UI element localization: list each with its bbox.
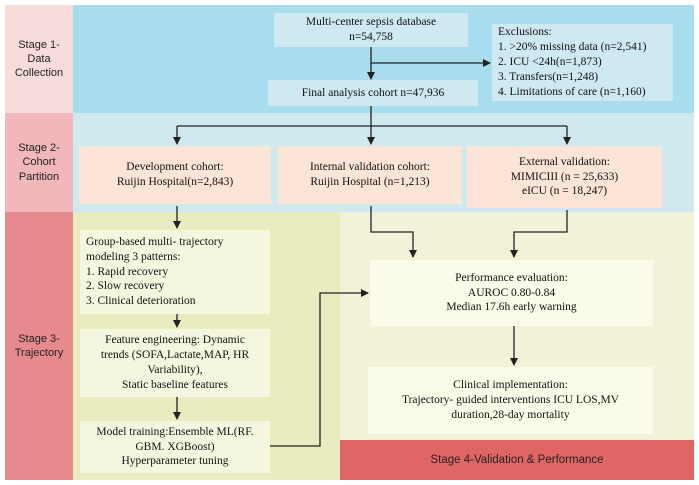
feature-line: Feature engineering: Dynamic: [105, 334, 245, 347]
feature-line: Static baseline features: [121, 378, 228, 391]
internal-line: Ruijin Hospital (n=1,213): [310, 176, 430, 188]
performance-evaluation-box: Performance evaluation: AUROC 0.80-0.84 …: [370, 260, 653, 326]
performance-line: Median 17.6h early warning: [446, 301, 577, 314]
stage1-label: Stage 1- Data Collection: [14, 38, 64, 80]
model-training-box: Model training:Ensemble ML(RF. GBM. XGBo…: [80, 421, 270, 473]
feature-line: Variability),: [147, 364, 203, 376]
arrow-external-to-performance: [510, 210, 568, 258]
internal-line: Internal validation cohort:: [309, 161, 431, 174]
trajectory-line: Group-based multi- trajectory: [86, 235, 224, 248]
development-cohort-box: Development cohort: Ruijin Hospital(n=2,…: [79, 146, 271, 204]
training-line: Hyperparameter tuning: [121, 455, 229, 468]
final-cohort-line: Final analysis cohort n=47,936: [301, 86, 445, 99]
trajectory-line: modeling 3 patterns:: [86, 250, 181, 263]
database-line: n=54,758: [349, 31, 393, 43]
development-line: Development cohort:: [126, 161, 224, 174]
exclusions-line: 4. Limitations of care (n=1,160): [498, 85, 646, 98]
database-box: Multi-center sepsis database n=54,758: [274, 13, 468, 47]
trajectory-modeling-box: Group-based multi- trajectory modeling 3…: [80, 230, 270, 314]
arrow-internal-to-performance: [370, 206, 417, 258]
stage2-label: Stage 2- Cohort Partition: [18, 142, 60, 183]
external-line: External validation:: [518, 155, 610, 168]
external-validation-box: External validation: MIMICIII (n = 25,63…: [467, 146, 662, 208]
exclusions-line: 2. ICU <24h(n=1,873): [498, 56, 602, 69]
exclusions-line: 3. Transfers(n=1,248): [498, 70, 599, 83]
clinical-line: Clinical implementation:: [453, 379, 568, 392]
stage1-band: [5, 5, 73, 113]
training-line: GBM. XGBoost): [135, 440, 215, 453]
stage4-banner: Stage 4-Validation & Performance: [340, 440, 694, 480]
feature-line: trends (SOFA,Lactate,MAP, HR: [100, 349, 250, 362]
training-line: Model training:Ensemble ML(RF.: [96, 425, 254, 438]
trajectory-line: 2. Slow recovery: [86, 280, 165, 293]
feature-engineering-box: Feature engineering: Dynamic trends (SOF…: [80, 329, 270, 397]
development-line: Ruijin Hospital(n=2,843): [116, 176, 234, 188]
exclusions-box: Exclusions: 1. >20% missing data (n=2,54…: [492, 24, 673, 101]
stage3-band: [5, 212, 73, 480]
clinical-implementation-box: Clinical implementation: Trajectory- gui…: [368, 367, 653, 434]
stage3-label: Stage 3- Trajectory: [14, 332, 64, 359]
internal-validation-box: Internal validation cohort: Ruijin Hospi…: [278, 146, 462, 204]
external-line: MIMICIII (n = 25,633): [510, 170, 619, 183]
final-cohort-box: Final analysis cohort n=47,936: [268, 80, 478, 106]
stage2-band: [5, 113, 73, 212]
exclusions-line: 1. >20% missing data (n=2,541): [498, 41, 647, 54]
external-line: eICU (n = 18,247): [521, 185, 608, 198]
trajectory-line: 1. Rapid recovery: [86, 265, 169, 278]
performance-line: Performance evaluation:: [455, 271, 568, 284]
clinical-line: Trajectory- guided interventions ICU LOS…: [401, 394, 620, 407]
clinical-line: duration,28-day mortality: [451, 408, 570, 421]
database-line: Multi-center sepsis database: [305, 16, 437, 29]
performance-line: AUROC 0.80-0.84: [467, 286, 556, 299]
exclusions-line: Exclusions:: [498, 26, 552, 39]
trajectory-line: 3. Clinical deterioration: [86, 295, 196, 308]
arrow-training-to-performance: [270, 289, 369, 447]
